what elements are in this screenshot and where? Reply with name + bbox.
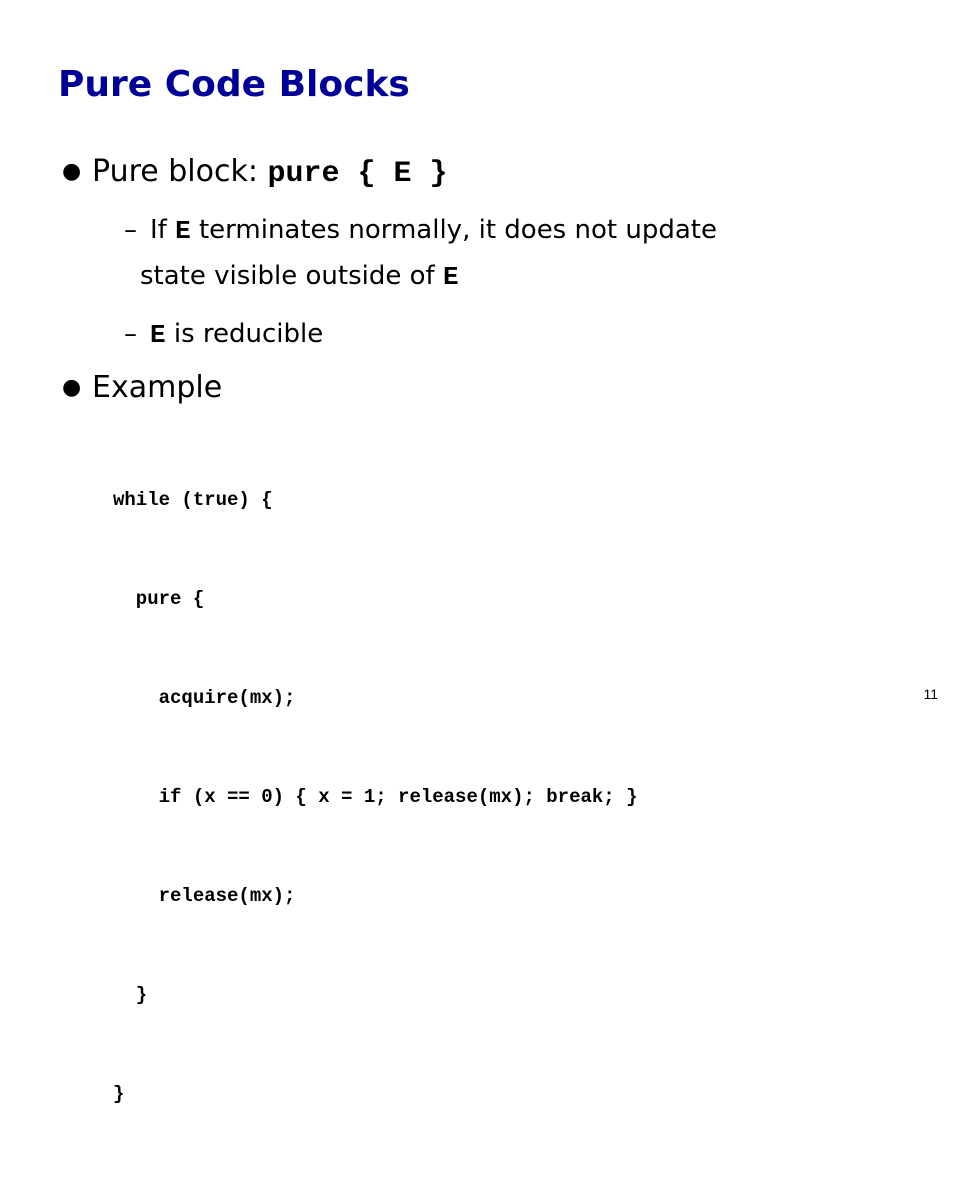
code-example: while (true) { pure { acquire(mx); if (x… xyxy=(113,418,638,1177)
subitem-code: E xyxy=(175,216,191,246)
bullet-text: Example xyxy=(92,370,223,405)
slide-title: Pure Code Blocks xyxy=(58,64,410,105)
bullet-dot-icon: ● xyxy=(62,159,82,184)
bullet-dot-icon: ● xyxy=(62,375,82,400)
code-line: release(mx); xyxy=(113,885,296,907)
bullet-pure-block: ● Pure block: pure { E } xyxy=(62,154,448,192)
subitem-continuation-text: state visible outside of xyxy=(140,261,443,291)
bullet-code: pure { E } xyxy=(267,157,448,191)
dash-icon: – xyxy=(124,319,137,349)
subitem-text: terminates normally, it does not update xyxy=(190,215,717,245)
subitem-prefix: If xyxy=(150,215,176,245)
code-line: if (x == 0) { x = 1; release(mx); break;… xyxy=(113,786,638,808)
subitem-code: E xyxy=(150,320,166,350)
subitem-text: is reducible xyxy=(165,319,324,349)
bullet-text: Pure block: xyxy=(92,154,268,189)
code-line: while (true) { xyxy=(113,489,273,511)
subitem-reducible: –E is reducible xyxy=(124,314,324,355)
dash-icon: – xyxy=(124,215,137,245)
code-line: } xyxy=(113,1083,125,1105)
page-number: 11 xyxy=(923,686,938,702)
subitem-terminates: –If E terminates normally, it does not u… xyxy=(124,210,717,251)
subitem-continuation-code: E xyxy=(442,262,459,292)
code-line: acquire(mx); xyxy=(113,687,296,709)
code-line: pure { xyxy=(113,588,205,610)
bullet-example: ● Example xyxy=(62,370,222,406)
subitem-terminates-continuation: state visible outside of E xyxy=(140,256,459,297)
code-line: } xyxy=(113,984,148,1006)
